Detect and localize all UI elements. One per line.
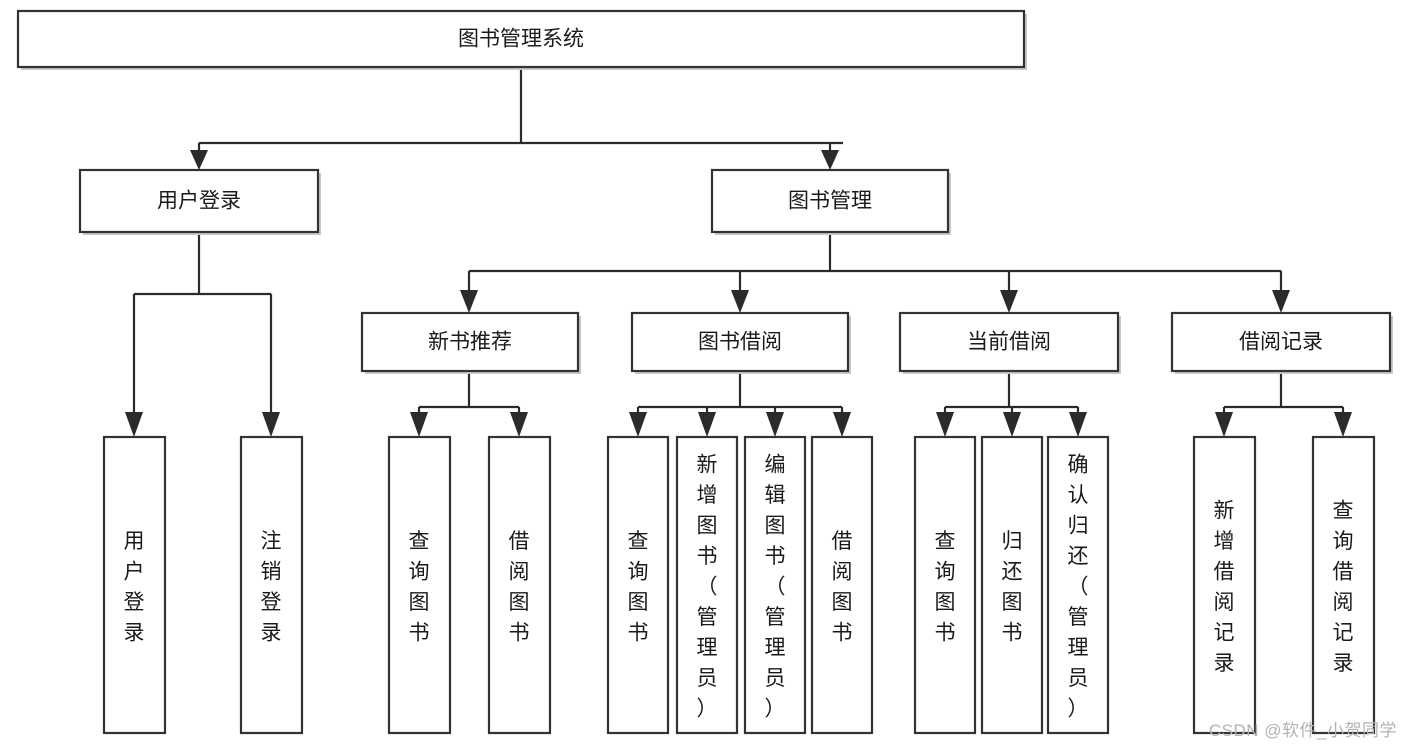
leaf-currentborrow-query-book-box (913, 435, 977, 735)
leaf-newbook-borrow-book-label: 借阅图书 (509, 530, 530, 645)
leaf-borrowrecord-query-record-box (1311, 435, 1376, 735)
leaf-bookborrow-add-book-label: 新增图书（管理员） (697, 454, 718, 721)
leaf-borrowrecord-add-record[interactable]: 新增借阅记录 (1192, 435, 1257, 735)
leaf-bookborrow-borrow-book-box (810, 435, 874, 735)
leaf-bookborrow-edit-book-box (743, 435, 807, 735)
leaf-currentborrow-confirm-return-box (1046, 435, 1110, 735)
borrow-record-label: 借阅记录 (1239, 331, 1323, 354)
arrowhead-currentborrow-leaf-2 (1003, 412, 1021, 437)
arrowhead-currentborrow-leaf-1 (936, 412, 954, 437)
node-borrow-record[interactable]: 借阅记录 (1170, 311, 1393, 374)
leaf-bookborrow-borrow-book[interactable]: 借阅图书 (810, 435, 874, 735)
arrowhead-current-borrow (1000, 290, 1018, 313)
root-box (16, 9, 1026, 69)
leaf-logout[interactable]: 注销登录 (239, 435, 304, 735)
arrowhead-borrow-record (1272, 290, 1290, 313)
connectors (125, 67, 1352, 437)
node-user-login[interactable]: 用户登录 (78, 168, 321, 235)
leaf-borrowrecord-add-record-box (1192, 435, 1257, 735)
arrowhead-new-book (460, 290, 478, 313)
node-new-book-recommend[interactable]: 新书推荐 (360, 311, 581, 374)
leaf-borrowrecord-add-record-label: 新增借阅记录 (1214, 499, 1235, 675)
arrowhead-book-mgmt (821, 150, 839, 170)
node-book-borrow[interactable]: 图书借阅 (630, 311, 851, 374)
leaf-bookborrow-add-book-box (675, 435, 739, 735)
arrowhead-bookborrow-leaf-4 (833, 412, 851, 437)
leaf-bookborrow-edit-book-label: 编辑图书（管理员） (765, 454, 786, 721)
book-borrow-box (630, 311, 850, 373)
leaf-bookborrow-query-book[interactable]: 查询图书 (606, 435, 670, 735)
leaf-borrowrecord-query-record-label: 查询借阅记录 (1333, 499, 1354, 675)
arrowhead-bookborrow-leaf-2 (698, 412, 716, 437)
leaf-newbook-borrow-book-box (487, 435, 552, 735)
node-root[interactable]: 图书管理系统 (16, 9, 1027, 70)
arrowhead-leaf-logout (262, 412, 280, 437)
arrowhead-bookborrow-leaf-1 (629, 412, 647, 437)
user-login-label: 用户登录 (157, 190, 241, 213)
leaf-newbook-query-book-box (387, 435, 452, 735)
current-borrow-box (898, 311, 1120, 373)
leaf-newbook-query-book[interactable]: 查询图书 (387, 435, 452, 735)
arrowhead-book-borrow (731, 290, 749, 313)
leaf-currentborrow-return-book[interactable]: 归还图书 (980, 435, 1044, 735)
leaf-currentborrow-confirm-return-label: 确认归还（管理员） (1068, 454, 1089, 721)
leaf-borrowrecord-query-record[interactable]: 查询借阅记录 (1311, 435, 1376, 735)
borrow-record-box (1170, 311, 1392, 373)
leaf-bookborrow-query-book-label: 查询图书 (628, 530, 649, 645)
leaf-currentborrow-query-book-label: 查询图书 (935, 530, 956, 645)
current-borrow-label: 当前借阅 (967, 331, 1051, 354)
leaf-newbook-query-book-label: 查询图书 (409, 530, 430, 645)
user-login-box (78, 168, 320, 234)
leaf-user-login[interactable]: 用户登录 (102, 435, 167, 735)
leaf-currentborrow-return-book-label: 归还图书 (1002, 530, 1023, 645)
leaf-bookborrow-add-book[interactable]: 新增图书（管理员） (675, 435, 739, 735)
leaf-currentborrow-confirm-return[interactable]: 确认归还（管理员） (1046, 435, 1110, 735)
leaf-bookborrow-query-book-box (606, 435, 670, 735)
book-borrow-label: 图书借阅 (698, 331, 782, 354)
leaf-user-login-label: 用户登录 (124, 530, 145, 645)
node-current-borrow[interactable]: 当前借阅 (898, 311, 1121, 374)
leaf-logout-label: 注销登录 (261, 530, 282, 645)
arrowhead-user-login (190, 150, 208, 170)
arrowhead-bookborrow-leaf-3 (766, 412, 784, 437)
book-management-label: 图书管理 (788, 190, 872, 213)
leaf-logout-box (239, 435, 304, 735)
arrowhead-borrowrecord-leaf-2 (1334, 412, 1352, 437)
new-book-recommend-label: 新书推荐 (428, 331, 512, 354)
new-book-recommend-box (360, 311, 580, 373)
arrowhead-newbook-leaf-1 (410, 412, 428, 437)
node-book-management[interactable]: 图书管理 (710, 168, 951, 235)
arrowhead-currentborrow-leaf-3 (1069, 412, 1087, 437)
arrowhead-newbook-leaf-2 (510, 412, 528, 437)
root-label: 图书管理系统 (458, 28, 584, 51)
arrowhead-borrowrecord-leaf-1 (1215, 412, 1233, 437)
leaf-currentborrow-query-book[interactable]: 查询图书 (913, 435, 977, 735)
leaf-user-login-box (102, 435, 167, 735)
leaf-currentborrow-return-book-box (980, 435, 1044, 735)
book-management-box (710, 168, 950, 234)
leaf-newbook-borrow-book[interactable]: 借阅图书 (487, 435, 552, 735)
arrowhead-leaf-user-login (125, 412, 143, 437)
leaf-bookborrow-edit-book[interactable]: 编辑图书（管理员） (743, 435, 807, 735)
leaf-bookborrow-borrow-book-label: 借阅图书 (832, 530, 853, 645)
